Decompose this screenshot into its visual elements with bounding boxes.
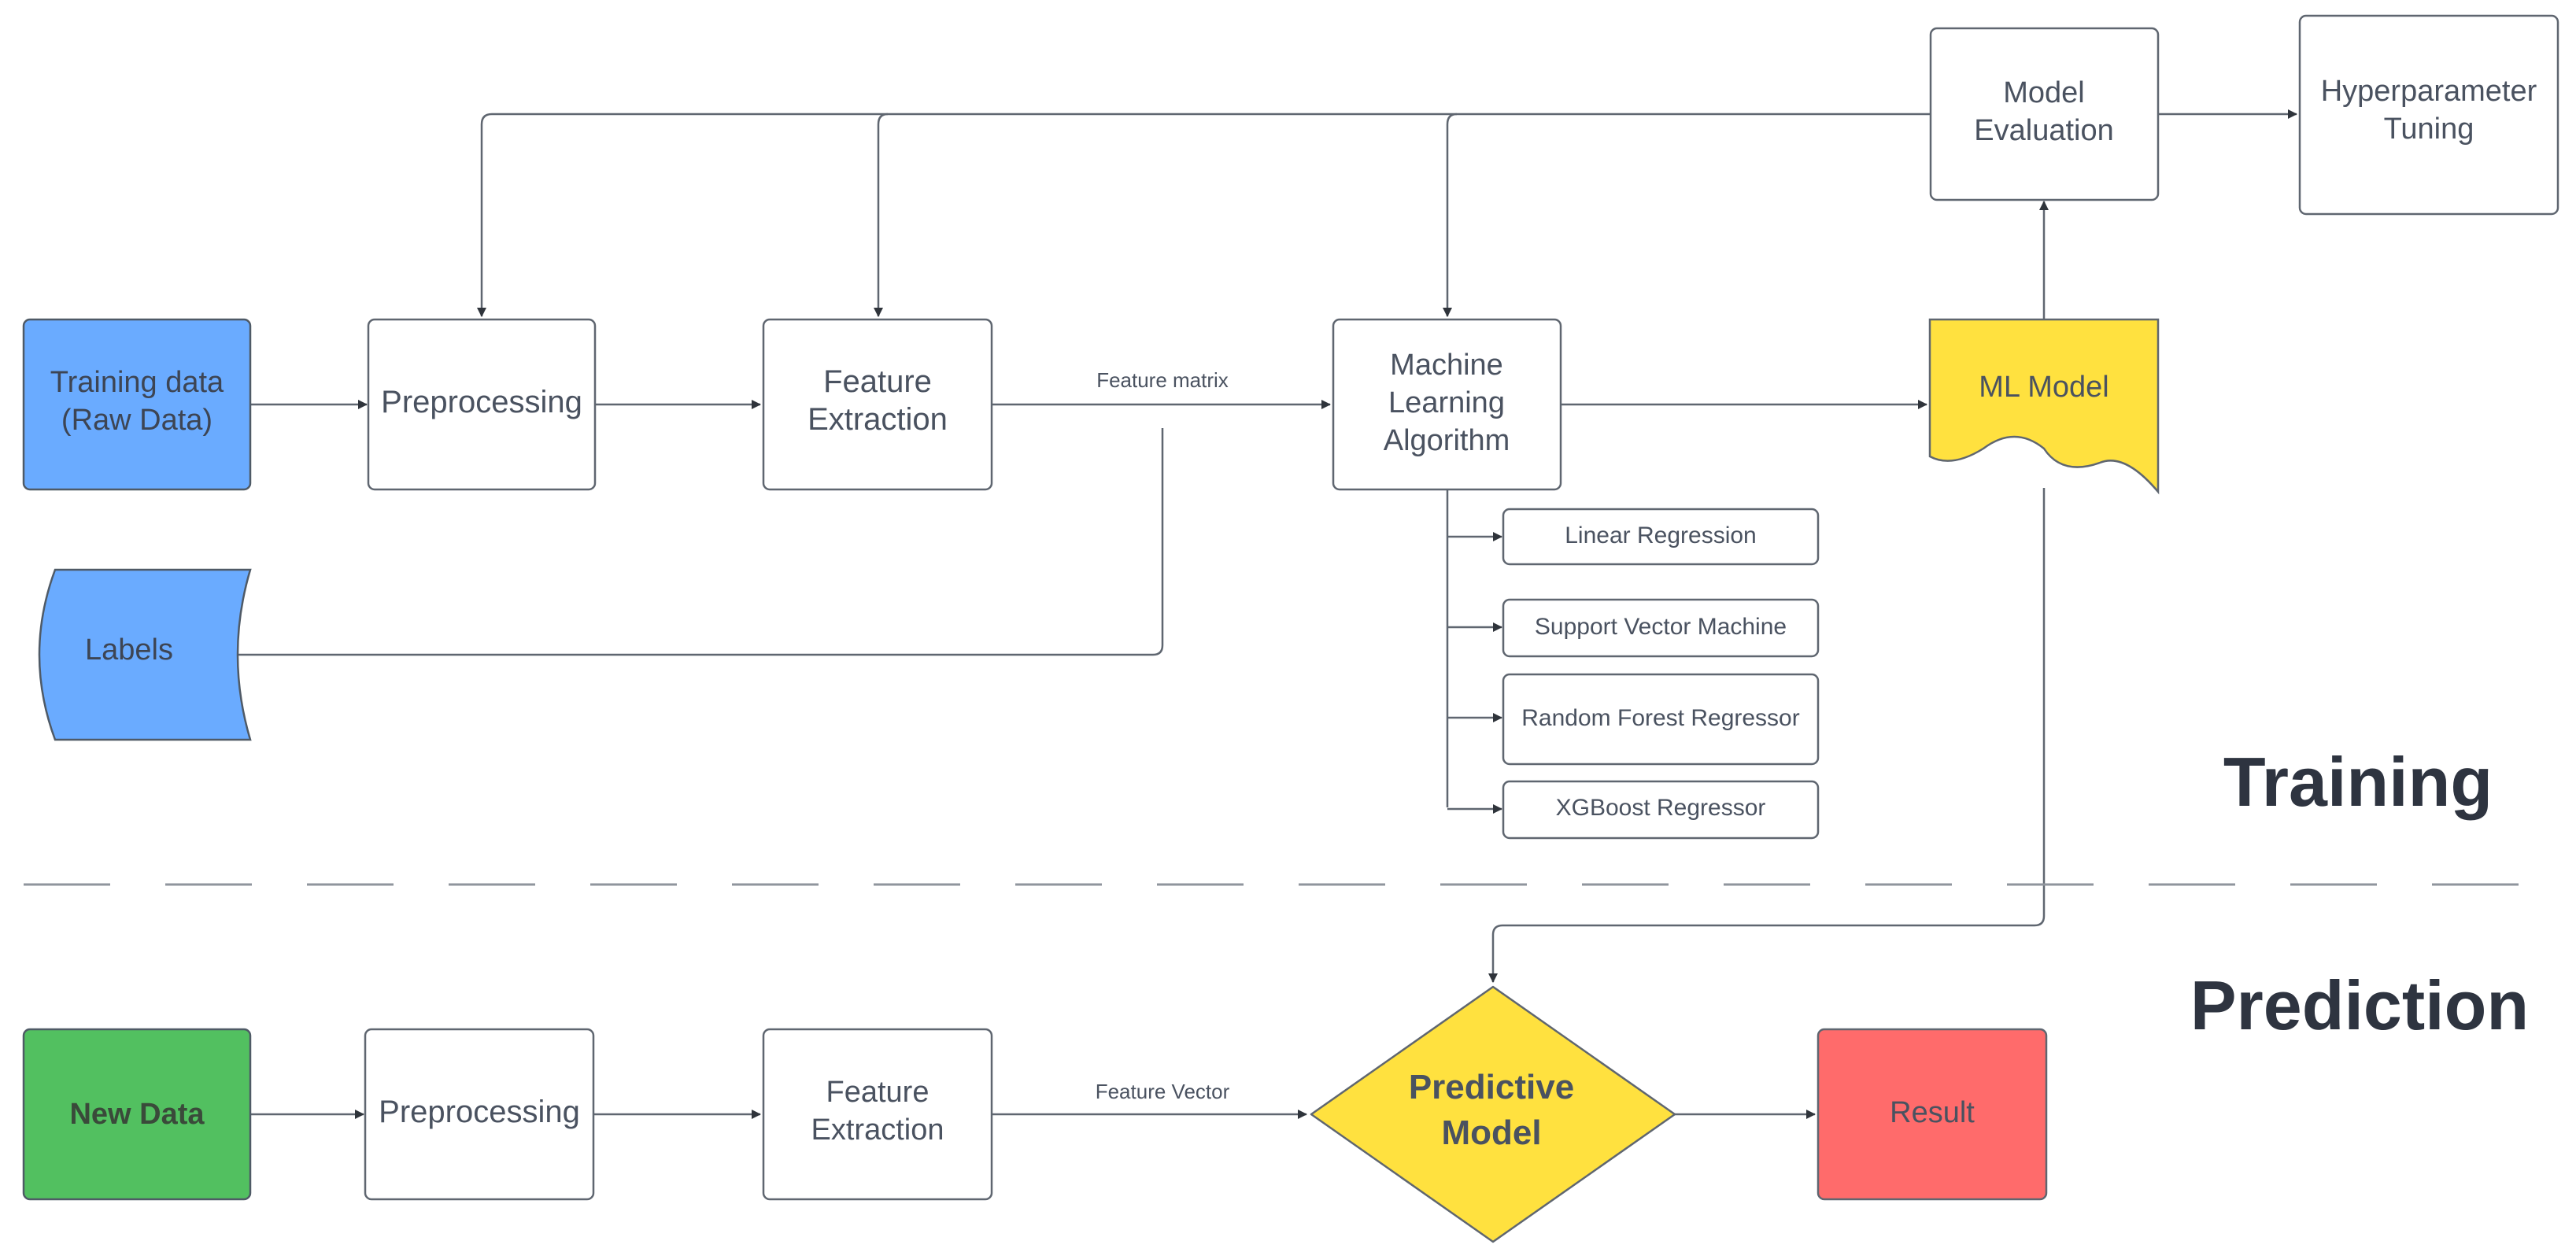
feature-extraction-label-line2: Extraction <box>808 402 948 437</box>
node-prediction-preprocessing: Preprocessing <box>364 1028 595 1201</box>
edge-feedback-to-preprocessing <box>477 113 1931 317</box>
node-new-data: New Data <box>22 1028 252 1201</box>
new-data-label: New Data <box>69 1098 205 1131</box>
node-result: Result <box>1817 1028 2048 1201</box>
node-ml-model: ML Model <box>1928 318 2160 495</box>
algorithm-svm: Support Vector Machine <box>1502 598 1820 658</box>
node-hyperparameter-tuning: Hyperparameter Tuning <box>2298 14 2559 216</box>
model-evaluation-label-line1: Model <box>2003 76 2085 109</box>
predictive-model-label-line1: Predictive <box>1409 1068 1574 1106</box>
ml-model-label: ML Model <box>1979 371 2108 404</box>
node-preprocessing: Preprocessing <box>367 318 597 491</box>
linear-regression-label: Linear Regression <box>1565 523 1756 548</box>
node-ml-algorithm: Machine Learning Algorithm <box>1332 318 1562 491</box>
predictive-model-label-line2: Model <box>1441 1114 1541 1152</box>
node-model-evaluation: Model Evaluation <box>1929 27 2160 201</box>
prediction-section-heading: Prediction <box>2190 966 2529 1044</box>
result-label: Result <box>1890 1096 1975 1129</box>
training-section-heading: Training <box>2223 743 2493 821</box>
labels-label: Labels <box>85 633 173 667</box>
feature-vector-label: Feature Vector <box>1096 1080 1230 1103</box>
hyperparameter-tuning-label-line2: Tuning <box>2384 113 2474 146</box>
training-data-label-line1: Training data <box>50 366 224 399</box>
algorithm-xgboost: XGBoost Regressor <box>1502 780 1820 840</box>
preprocessing-label: Preprocessing <box>381 385 582 419</box>
prediction-feature-extraction-label-line2: Extraction <box>811 1114 944 1147</box>
prediction-feature-extraction-label-line1: Feature <box>826 1076 930 1109</box>
feature-matrix-label: Feature matrix <box>1096 368 1229 392</box>
training-data-label-line2: (Raw Data) <box>61 404 213 437</box>
ml-algorithm-label-line1: Machine <box>1390 349 1503 382</box>
ml-algorithm-label-line2: Learning <box>1388 386 1505 419</box>
random-forest-label: Random Forest Regressor <box>1521 705 1799 731</box>
prediction-preprocessing-label: Preprocessing <box>379 1095 580 1129</box>
edge-feedback-to-feature-extraction <box>874 113 889 317</box>
feature-extraction-label-line1: Feature <box>823 364 932 399</box>
algorithm-random-forest: Random Forest Regressor <box>1502 673 1820 766</box>
xgboost-label: XGBoost Regressor <box>1556 795 1766 821</box>
ml-algorithm-label-line3: Algorithm <box>1384 424 1510 457</box>
node-predictive-model: Predictive Model <box>1310 985 1676 1243</box>
node-prediction-feature-extraction: Feature Extraction <box>762 1028 993 1201</box>
node-training-data: Training data (Raw Data) <box>22 318 252 491</box>
edge-feedback-to-algorithm <box>1443 113 1458 317</box>
hyperparameter-tuning-label-line1: Hyperparameter <box>2321 75 2537 108</box>
algorithm-linear-regression: Linear Regression <box>1502 508 1820 566</box>
edge-labels-to-feature-matrix <box>230 428 1164 656</box>
connectors <box>230 109 2297 1119</box>
node-labels: Labels <box>38 568 252 741</box>
model-evaluation-label-line2: Evaluation <box>1974 114 2113 147</box>
edge-model-to-predictive-model <box>1488 488 2046 983</box>
node-feature-extraction: Feature Extraction <box>762 318 993 491</box>
svm-label: Support Vector Machine <box>1535 614 1787 640</box>
